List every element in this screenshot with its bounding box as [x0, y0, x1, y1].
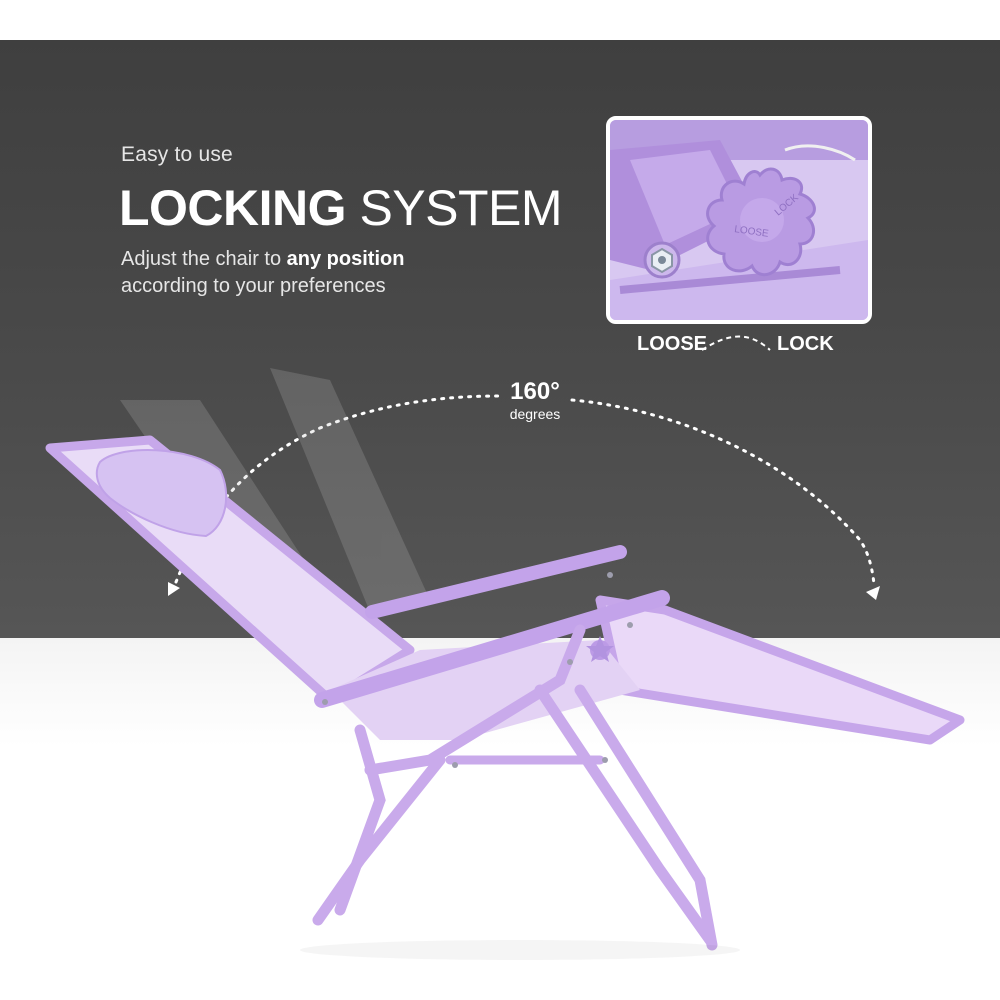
arc-arrow-left-icon: [168, 582, 180, 596]
description-bold: any position: [286, 248, 405, 270]
angle-arc-right: [570, 398, 876, 586]
description-prefix: Adjust the chair to: [121, 248, 287, 270]
loose-lock-connector: [701, 335, 771, 351]
loose-label: LOOSE: [637, 333, 708, 355]
locking-closeup-inset: LOOSE LOCK: [606, 116, 872, 324]
star-knob-icon: LOOSE LOCK: [706, 167, 816, 277]
eyebrow-text: Easy to use: [121, 143, 233, 166]
description-suffix: according to your preferences: [121, 275, 386, 297]
page-title: LOCKING SYSTEM: [119, 178, 563, 238]
arc-arrow-right-icon: [866, 586, 880, 600]
chair-knob-icon: [586, 636, 614, 662]
bolt-icon: [643, 241, 681, 279]
title-bold: LOCKING: [119, 180, 347, 236]
angle-unit: degrees: [509, 406, 561, 422]
description: Adjust the chair to any position accordin…: [121, 246, 461, 300]
angle-value: 160°: [510, 378, 560, 405]
zero-gravity-chair: [45, 435, 965, 960]
knob-text-loose: LOOSE: [734, 224, 770, 240]
title-light: SYSTEM: [359, 180, 563, 236]
lock-label: LOCK: [777, 333, 834, 355]
closeup-illustration: LOOSE LOCK: [610, 120, 868, 320]
